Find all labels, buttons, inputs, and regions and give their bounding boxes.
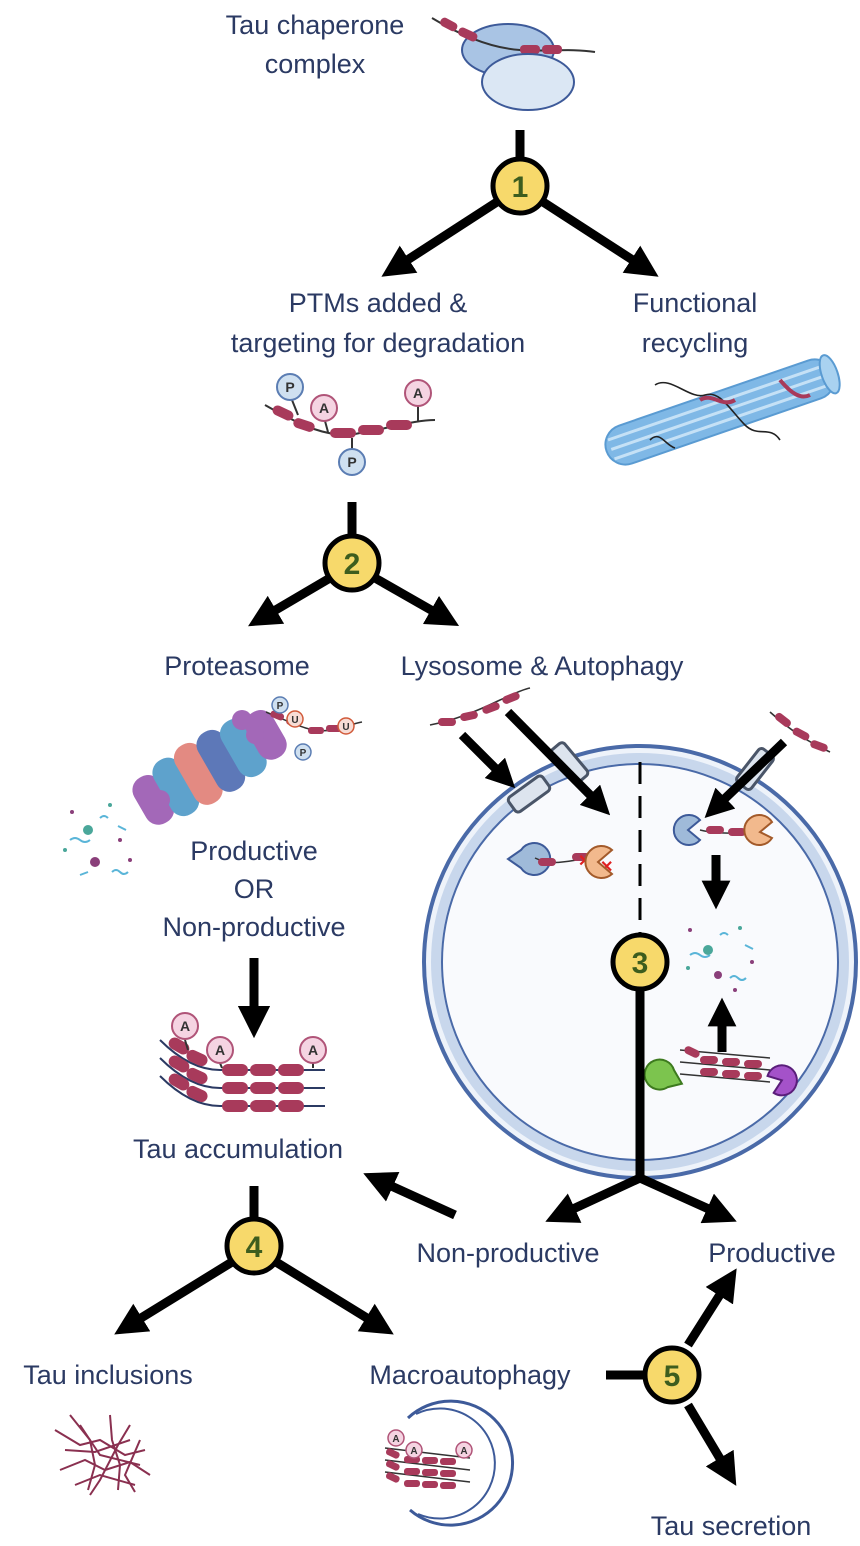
aggregate-degradation [643, 1046, 798, 1097]
productive-label: Productive [708, 1238, 836, 1268]
arrow-to-lysosome [372, 574, 460, 627]
arrow-nonproductive-to-accumulation [363, 1171, 457, 1220]
svg-text:2: 2 [344, 548, 361, 581]
arrow-to-secretion [684, 1402, 737, 1486]
proteasome-label: Proteasome [164, 651, 310, 681]
svg-text:1: 1 [512, 171, 529, 204]
peptide-fragments-left [63, 803, 132, 876]
tau-inclusions-illustration [54, 1414, 151, 1496]
arrow-to-macroautophagy [273, 1258, 394, 1335]
incoming-tau-right [769, 711, 831, 753]
ptm-label-line1: PTMs added & [289, 288, 468, 318]
arrow-tau-into-lysosome-center [504, 708, 611, 816]
autophagosome-illustration: A A A [384, 1399, 515, 1527]
inclusions-label: Tau inclusions [23, 1360, 193, 1390]
proteasome-illustration [132, 709, 287, 825]
svg-text:U: U [291, 715, 298, 726]
lysosome-label: Lysosome & Autophagy [401, 651, 684, 681]
svg-text:P: P [277, 701, 284, 712]
svg-text:4: 4 [246, 1231, 263, 1264]
arrow-to-inclusions [114, 1258, 235, 1335]
step-3-badge: 3 [610, 932, 670, 992]
svg-text:A: A [392, 1434, 399, 1445]
svg-text:A: A [308, 1042, 318, 1058]
non-productive-degradation: ✕ ✕ [506, 842, 614, 879]
recycling-label-line2: recycling [642, 328, 749, 358]
chaperone-complex-illustration [431, 17, 596, 111]
arrow-to-recycling [537, 196, 659, 277]
chaperone-label-line1: Tau chaperone [226, 10, 405, 40]
accumulation-label: Tau accumulation [133, 1134, 343, 1164]
step-5-badge: 5 [642, 1345, 702, 1405]
outcome-label-line3: Non-productive [162, 912, 345, 942]
secretion-label: Tau secretion [651, 1511, 812, 1541]
accumulated-tau-illustration: A A A [159, 1012, 327, 1112]
step-1-badge: 1 [490, 156, 550, 216]
svg-text:U: U [342, 722, 349, 733]
peptide-fragments-lysosome [686, 926, 754, 992]
ptm-label-line2: targeting for degradation [231, 328, 525, 358]
svg-text:3: 3 [632, 947, 649, 980]
arrow-tau-into-lysosome-right [704, 738, 788, 818]
outcome-label-line1: Productive [190, 836, 318, 866]
arrow-to-productive [638, 1173, 737, 1224]
arrow-to-nonproductive [545, 1173, 642, 1223]
svg-text:A: A [460, 1446, 467, 1457]
arrow-to-productive-from-5 [684, 1268, 737, 1348]
svg-text:A: A [413, 385, 423, 401]
step-4-badge: 4 [224, 1216, 284, 1276]
incoming-tau-left [429, 687, 531, 726]
recycling-label-line1: Functional [633, 288, 758, 318]
svg-text:P: P [300, 748, 307, 759]
macroautophagy-label: Macroautophagy [369, 1360, 571, 1390]
microtubule-illustration [604, 354, 841, 466]
productive-degradation [672, 814, 774, 846]
outcome-label-line2: OR [234, 874, 275, 904]
nonproductive-label: Non-productive [416, 1238, 599, 1268]
arrow-tau-into-transporter-left [458, 731, 516, 789]
chaperone-label-line2: complex [265, 49, 366, 79]
svg-text:A: A [180, 1018, 190, 1034]
svg-text:A: A [410, 1446, 417, 1457]
svg-text:A: A [215, 1042, 225, 1058]
svg-text:P: P [347, 454, 356, 470]
arrow-to-ptm [381, 196, 503, 277]
svg-text:P: P [285, 379, 294, 395]
svg-text:A: A [319, 400, 329, 416]
ubiquitinated-tau-illustration: P U U P [265, 696, 363, 761]
arrow-to-proteasome [248, 574, 333, 627]
modified-tau-illustration: P A A P [264, 373, 436, 476]
step-2-badge: 2 [322, 533, 382, 593]
svg-text:5: 5 [664, 1360, 681, 1393]
